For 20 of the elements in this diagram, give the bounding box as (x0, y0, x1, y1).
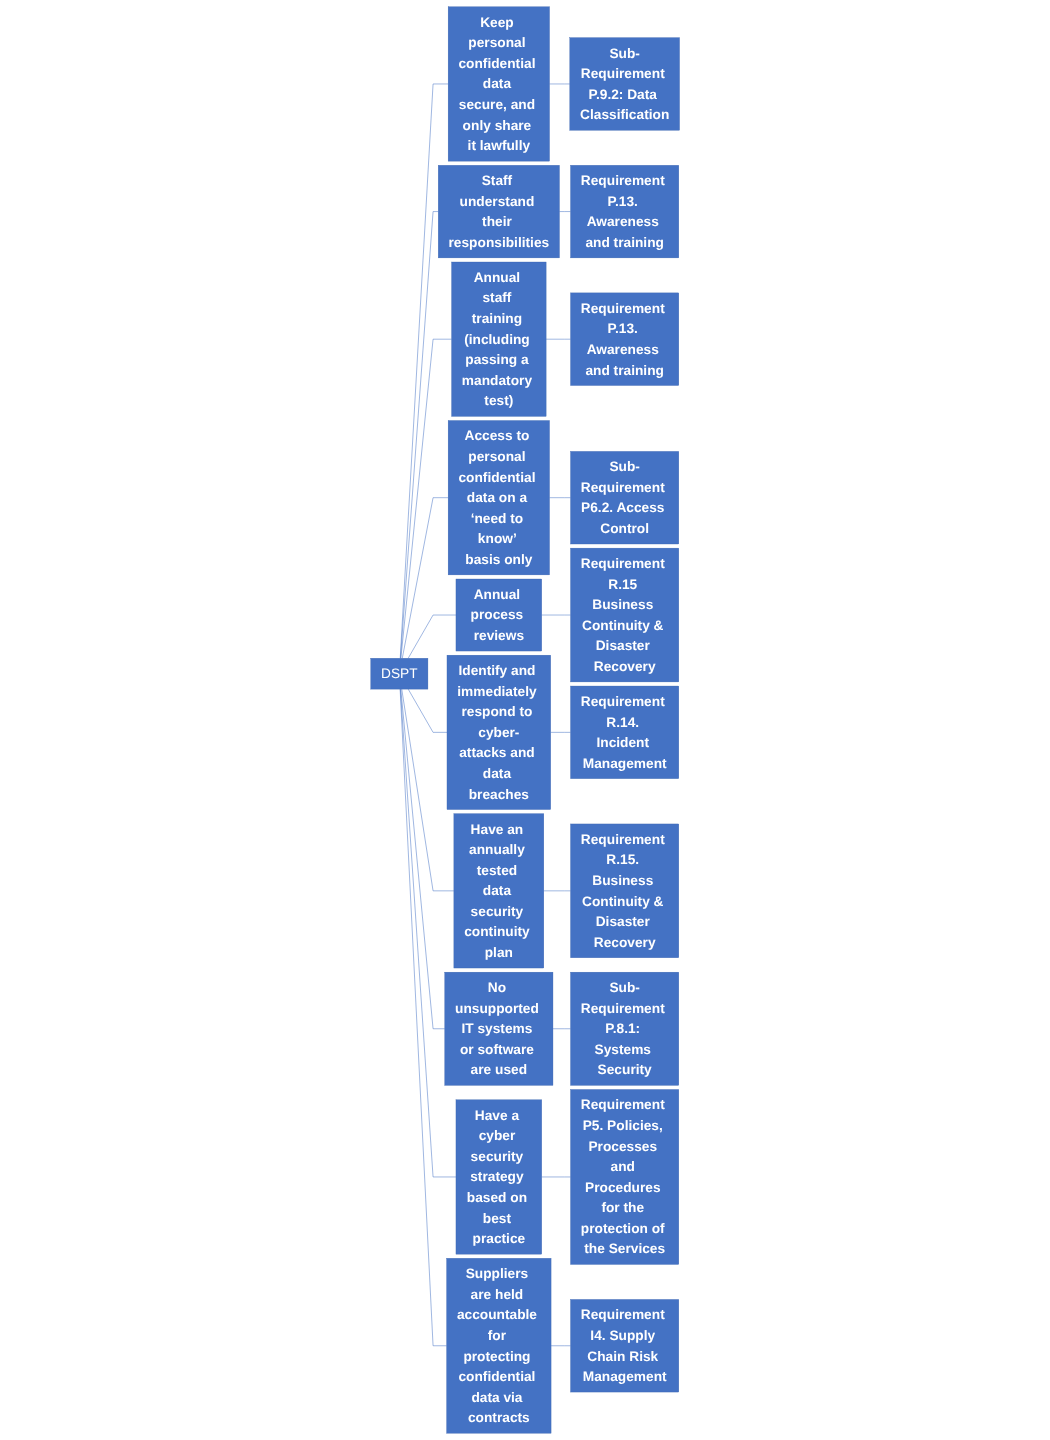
connector (541, 614, 571, 616)
connector (559, 211, 571, 212)
connector (541, 1176, 571, 1178)
connector (550, 732, 571, 733)
connector (552, 1028, 571, 1029)
connector (401, 688, 454, 892)
connector (399, 83, 449, 659)
connector (400, 211, 439, 659)
connector (407, 688, 448, 733)
connector (399, 688, 457, 1178)
connector (399, 688, 447, 1346)
connector (401, 497, 449, 659)
connector (400, 338, 452, 659)
connector (550, 1345, 571, 1346)
connector (543, 890, 571, 892)
connector (400, 688, 445, 1029)
connector (545, 338, 571, 340)
connector (549, 83, 570, 85)
connector (407, 614, 457, 659)
connector (549, 497, 571, 498)
